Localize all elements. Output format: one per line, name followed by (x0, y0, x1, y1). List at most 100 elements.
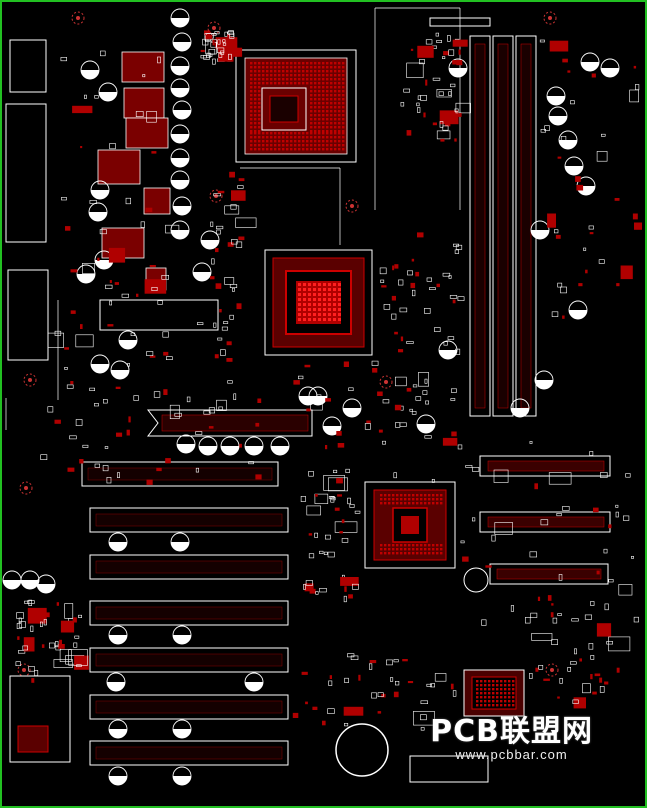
smd-part (344, 586, 347, 592)
capacitor-polarity (221, 446, 239, 455)
pad (428, 494, 431, 497)
smd-part (149, 355, 156, 358)
smd-part (142, 74, 146, 78)
pad (436, 502, 439, 505)
northbridge-chip (264, 249, 373, 356)
smd-part (424, 307, 431, 314)
smd-part (17, 636, 20, 640)
pad (282, 78, 285, 81)
pad (250, 118, 253, 121)
pad (294, 82, 297, 85)
smd-part (596, 151, 608, 162)
smd-part (248, 461, 254, 465)
smd-part (74, 635, 80, 639)
pad (270, 66, 273, 69)
pad (338, 114, 341, 117)
pad (254, 114, 257, 117)
smd-part (315, 494, 318, 497)
smd-part (94, 95, 99, 99)
pad (308, 283, 311, 286)
pad (266, 140, 269, 143)
pad (310, 110, 313, 113)
pad (330, 62, 333, 65)
smd-part (537, 596, 541, 601)
smd-part (60, 620, 75, 633)
smd-part (16, 612, 24, 619)
pad (310, 86, 313, 89)
smd-part (443, 51, 449, 56)
pad (330, 78, 333, 81)
pad (334, 62, 337, 65)
pad (282, 74, 285, 77)
dimm-slot (515, 35, 537, 417)
smd-part (237, 185, 244, 189)
smd-part (629, 89, 640, 103)
smd-part (393, 659, 399, 663)
smd-part (222, 39, 226, 43)
pad (298, 298, 301, 301)
smd-part (75, 419, 83, 426)
smd-part (349, 504, 355, 508)
pad (294, 62, 297, 65)
pad (496, 684, 499, 687)
smd-part (608, 524, 612, 529)
pad (338, 144, 341, 147)
pad (338, 118, 341, 121)
pad (392, 548, 395, 551)
pad (303, 318, 306, 321)
pad (258, 122, 261, 125)
capacitor-polarity (547, 96, 565, 105)
smd-part (551, 603, 554, 606)
pad (496, 696, 499, 699)
smd-part (364, 423, 371, 430)
smd-part (197, 322, 204, 326)
smd-part (136, 293, 139, 297)
smd-part (454, 249, 460, 254)
pad (306, 148, 309, 151)
smd-part (73, 617, 77, 623)
capacitor-polarity (569, 310, 587, 319)
pad (338, 293, 341, 296)
pad (294, 70, 297, 73)
smd-part (585, 269, 588, 274)
smd-part (571, 618, 579, 622)
pad (282, 140, 285, 143)
pad (314, 98, 317, 101)
pad (322, 132, 325, 135)
pad (262, 74, 265, 77)
smd-part (592, 691, 597, 695)
smd-part (165, 458, 171, 464)
pad (254, 90, 257, 93)
pad (384, 494, 387, 497)
pad (294, 66, 297, 69)
pad (318, 298, 321, 301)
smd-part (382, 440, 386, 445)
pad (310, 106, 313, 109)
pad (508, 704, 511, 707)
pad (508, 688, 511, 691)
pad (313, 318, 316, 321)
pad (254, 86, 257, 89)
smd-part (529, 672, 533, 679)
dimm-slot (492, 35, 514, 417)
smd-part (574, 648, 577, 655)
pad (258, 130, 261, 133)
pad (342, 126, 345, 129)
pad (258, 132, 261, 135)
pad (306, 136, 309, 139)
pad (512, 684, 515, 687)
pad (318, 140, 321, 143)
smd-part (41, 644, 45, 648)
smd-part (448, 91, 452, 96)
pad (298, 82, 301, 85)
pad (342, 148, 345, 151)
smd-part (308, 553, 315, 559)
smd-part (393, 691, 399, 698)
mounting-hole-center (76, 16, 80, 20)
smd-part (213, 322, 217, 328)
pad (342, 106, 345, 109)
smd-part (590, 655, 595, 660)
pci-slot-pins (95, 606, 283, 620)
mounting-hole (545, 663, 559, 677)
smd-part (78, 614, 83, 618)
